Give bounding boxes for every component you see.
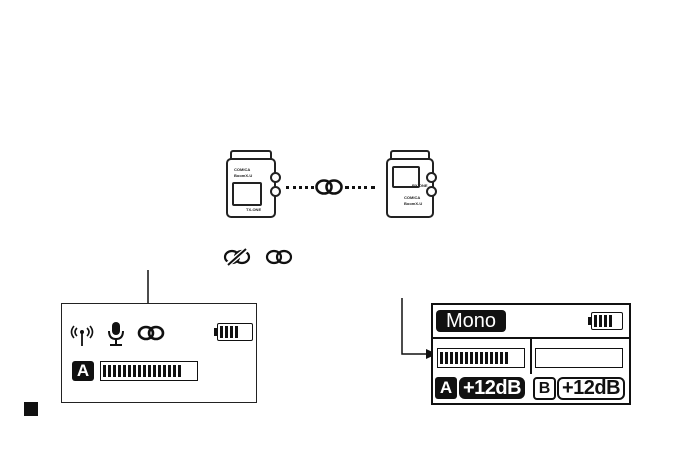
meter-segment	[163, 365, 166, 378]
divider-vertical	[530, 338, 532, 374]
meter-segment	[153, 365, 156, 378]
receiver-button-2	[426, 186, 437, 197]
receiver-button-1	[426, 172, 437, 183]
meter-segment	[118, 365, 121, 378]
battery-icon	[591, 312, 623, 330]
battery-cell	[220, 326, 223, 337]
channel-b-chip: B	[533, 377, 556, 400]
link-broken-icon	[222, 248, 252, 266]
meter-segment	[123, 365, 126, 378]
meter-segment	[128, 365, 131, 378]
link-icon	[314, 178, 344, 196]
battery-icon	[217, 323, 253, 341]
transmitter-model: BoomX-U	[234, 174, 252, 178]
battery-cell	[609, 315, 612, 326]
meter-segment	[490, 352, 493, 365]
receiver-top-label: RX-ONE	[412, 184, 428, 188]
channel-b-gain: +12dB	[557, 377, 625, 400]
meter-segment	[158, 365, 161, 378]
meter-segment	[500, 352, 503, 365]
link-icon	[136, 324, 166, 342]
meter-segment	[103, 365, 106, 378]
transmitter-button-2	[270, 186, 281, 197]
battery-cell	[235, 326, 238, 337]
meter-segment	[173, 365, 176, 378]
transmitter-button-1	[270, 172, 281, 183]
transmitter-lcd: A	[61, 303, 257, 403]
battery-cell	[604, 315, 607, 326]
meter-segment	[440, 352, 443, 365]
meter-segment	[480, 352, 483, 365]
battery-cell	[599, 315, 602, 326]
channel-a-gain: +12dB	[459, 377, 525, 399]
meter-segment	[108, 365, 111, 378]
battery-cell	[225, 326, 228, 337]
page-marker	[24, 402, 38, 416]
meter-segment	[133, 365, 136, 378]
meter-segment	[465, 352, 468, 365]
battery-cell	[594, 315, 597, 326]
meter-segment	[495, 352, 498, 365]
transmitter-bottom-label: TX-ONE	[246, 208, 261, 212]
receiver-lcd: Mono A +12dB B +12dB	[431, 303, 631, 405]
meter-segment	[113, 365, 116, 378]
transmitter-brand: COMICA	[234, 168, 250, 172]
meter-segment	[455, 352, 458, 365]
level-meter-b	[535, 348, 623, 368]
meter-segment	[148, 365, 151, 378]
meter-segment	[138, 365, 141, 378]
meter-segment	[460, 352, 463, 365]
meter-segment	[178, 365, 181, 378]
meter-segment	[475, 352, 478, 365]
meter-segment	[450, 352, 453, 365]
transmitter-device: COMICA BoomX-U TX-ONE	[226, 150, 278, 216]
microphone-icon	[106, 321, 126, 347]
meter-segment	[505, 352, 508, 365]
receiver-device: RX-ONE COMICA BoomX-U	[384, 150, 436, 216]
link-icon	[264, 248, 294, 266]
battery-cell	[230, 326, 233, 337]
meter-segment	[485, 352, 488, 365]
transmitter-body: COMICA BoomX-U TX-ONE	[226, 158, 276, 218]
transmitter-screen	[232, 182, 262, 206]
link-dotted-line-left	[286, 186, 314, 189]
meter-segment	[143, 365, 146, 378]
link-dotted-line-right	[345, 186, 375, 189]
receiver-model: BoomX-U	[404, 202, 422, 206]
level-meter	[100, 361, 198, 381]
meter-segment	[445, 352, 448, 365]
antenna-icon	[68, 322, 96, 348]
receiver-brand: COMICA	[404, 196, 420, 200]
channel-a-chip: A	[72, 361, 94, 381]
channel-a-chip: A	[435, 377, 457, 399]
meter-segment	[470, 352, 473, 365]
meter-segment	[168, 365, 171, 378]
mode-badge: Mono	[436, 310, 506, 332]
level-meter-a	[437, 348, 525, 368]
